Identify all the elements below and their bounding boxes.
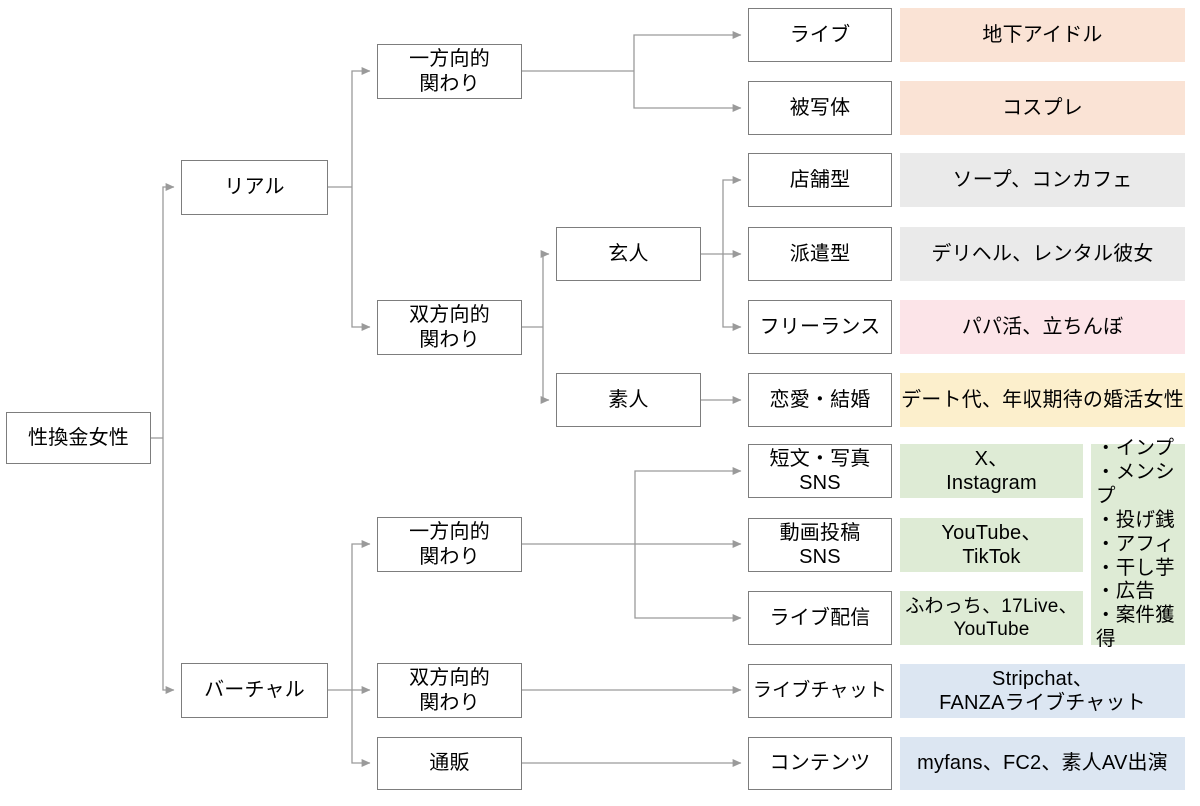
edge-real-twoway [351, 187, 371, 331]
tag-monetization-methods: ・インプ ・メンシプ ・投げ銭 ・アフィ ・干し芋 ・広告 ・案件獲得 [1091, 437, 1185, 650]
edge-root-virtual [162, 438, 175, 694]
node-virtual[interactable]: バーチャル [181, 663, 328, 718]
tag-soap-conkafe: ソープ、コンカフェ [900, 153, 1185, 207]
tag-idol: 地下アイドル [900, 8, 1185, 62]
edge-virtual-mailorder [351, 690, 371, 767]
node-content[interactable]: コンテンツ [748, 737, 892, 790]
node-real-twoway[interactable]: 双方向的 関わり [377, 300, 522, 355]
node-live[interactable]: ライブ [748, 8, 892, 62]
edge-oneway-live [633, 31, 742, 71]
node-text-photo-sns[interactable]: 短文・写真 SNS [748, 444, 892, 498]
node-root[interactable]: 性換金女性 [6, 412, 151, 464]
node-model[interactable]: 被写体 [748, 81, 892, 135]
tag-youtube-tiktok: YouTube、 TikTok [900, 518, 1083, 572]
node-live-chat[interactable]: ライブチャット [748, 664, 892, 718]
tag-deriheru-rental: デリヘル、レンタル彼女 [900, 227, 1185, 281]
edge-real-oneway [351, 67, 371, 187]
node-real-oneway[interactable]: 一方向的 関わり [377, 44, 522, 99]
edge-voneway-livestream [634, 544, 742, 622]
edge-twoway-amateur [540, 327, 550, 404]
node-amateur[interactable]: 素人 [556, 373, 701, 427]
edge-pro-shop [722, 176, 742, 254]
edge-pro-freelance [722, 254, 742, 331]
node-virtual-mailorder[interactable]: 通販 [377, 737, 522, 790]
tag-myfans-fc2: myfans、FC2、素人AV出演 [900, 737, 1185, 790]
edge-twoway-pro [540, 250, 550, 327]
tag-x-instagram: X、 Instagram [900, 444, 1083, 498]
node-live-stream[interactable]: ライブ配信 [748, 591, 892, 645]
node-shop[interactable]: 店舗型 [748, 153, 892, 207]
node-pro[interactable]: 玄人 [556, 227, 701, 281]
edge-oneway-model [633, 71, 742, 112]
tag-papakatsu: パパ活、立ちんぼ [900, 300, 1185, 354]
tag-stripchat-fanza: Stripchat、 FANZAライブチャット [900, 664, 1185, 718]
edge-virtual-oneway [351, 540, 371, 690]
node-romance[interactable]: 恋愛・結婚 [748, 373, 892, 427]
edge-root-real [162, 183, 175, 438]
node-freelance[interactable]: フリーランス [748, 300, 892, 354]
tag-konkatsu: デート代、年収期待の婚活女性 [900, 373, 1185, 427]
node-dispatch[interactable]: 派遣型 [748, 227, 892, 281]
edge-voneway-text [634, 467, 742, 544]
tag-fuwacchi-17live: ふわっち、17Live、 YouTube [900, 591, 1083, 645]
node-virtual-twoway[interactable]: 双方向的 関わり [377, 663, 522, 718]
node-real[interactable]: リアル [181, 160, 328, 215]
tag-cosplay: コスプレ [900, 81, 1185, 135]
node-virtual-oneway[interactable]: 一方向的 関わり [377, 517, 522, 572]
node-video-sns[interactable]: 動画投稿 SNS [748, 518, 892, 572]
